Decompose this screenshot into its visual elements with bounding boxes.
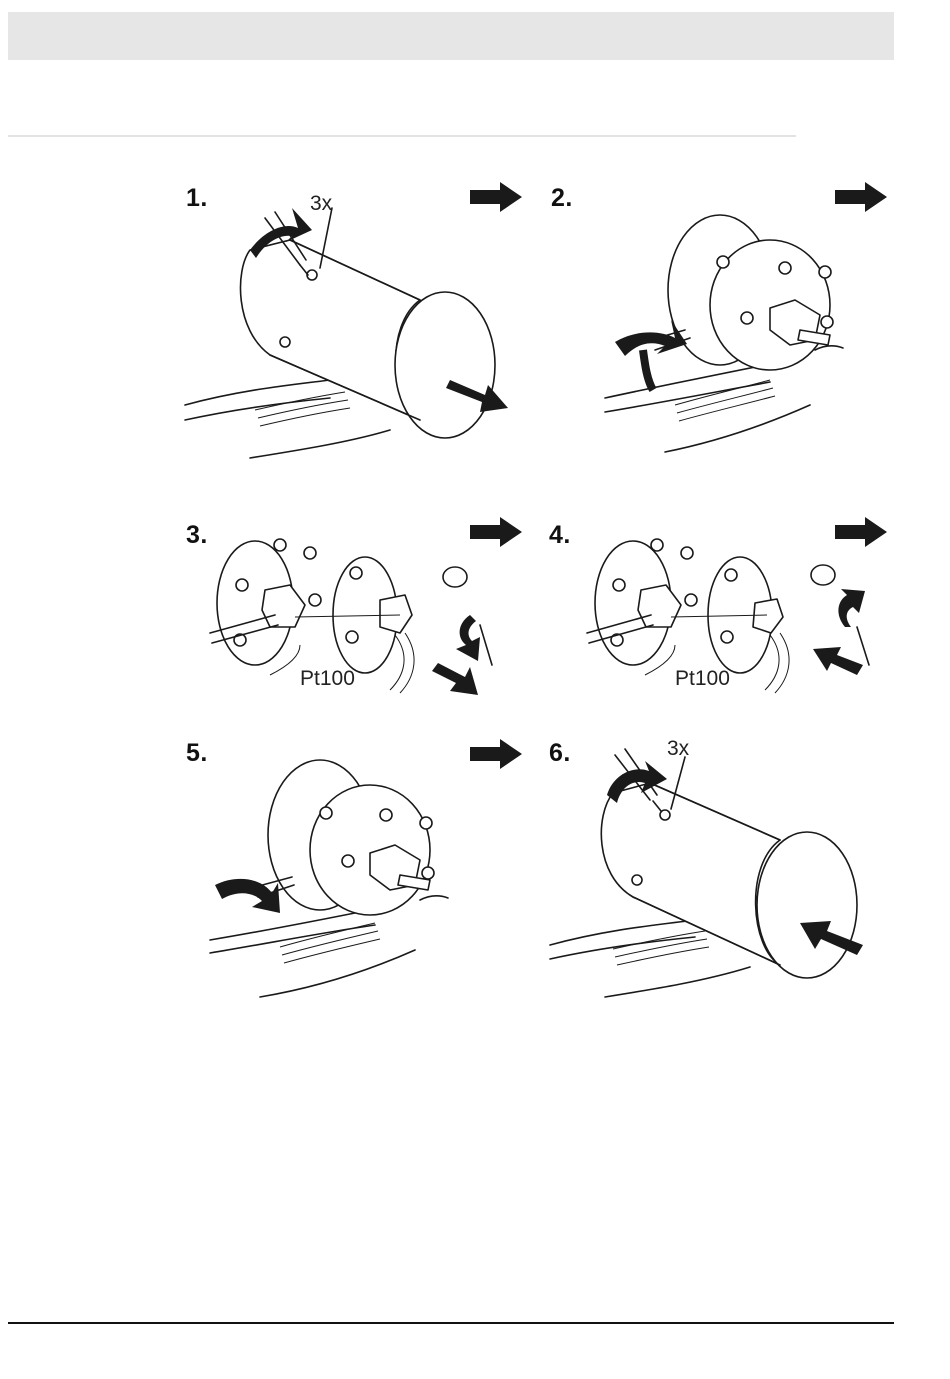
pull-out-arrow-icon xyxy=(432,663,478,695)
step-2-panel: 2. xyxy=(545,180,885,470)
arrow-right-icon xyxy=(470,517,522,547)
step-4-illustration xyxy=(545,515,885,705)
step-4-panel: 4. Pt100 xyxy=(545,515,885,705)
bolt-icon xyxy=(380,809,392,821)
bolt-icon xyxy=(613,579,625,591)
arrow-right-icon xyxy=(835,182,887,212)
cable-bundle xyxy=(210,910,415,997)
bolt-icon xyxy=(346,631,358,643)
step-5-panel: 5. xyxy=(180,735,520,1010)
step-2-illustration xyxy=(545,180,885,470)
wrench-icon xyxy=(857,627,869,665)
heater-housing xyxy=(668,215,843,370)
header-bar xyxy=(8,12,894,60)
rotate-counterclockwise-icon xyxy=(456,615,480,661)
footer-divider xyxy=(8,1322,894,1324)
push-in-arrow-icon xyxy=(813,647,863,675)
flange-right xyxy=(708,557,789,693)
step-6-panel: 6. 3x xyxy=(545,735,885,1010)
bolt-icon xyxy=(725,569,737,581)
step-6-illustration xyxy=(545,735,885,1010)
wrench-icon xyxy=(480,625,492,665)
bolt-icon xyxy=(304,547,316,559)
bolt-icon xyxy=(274,539,286,551)
step-1-panel: 1. 3x xyxy=(180,180,520,470)
bolt-icon xyxy=(420,817,432,829)
flange-left xyxy=(587,539,697,665)
bolt-icon xyxy=(741,312,753,324)
heater-housing xyxy=(601,783,857,978)
rotate-clockwise-icon xyxy=(838,589,865,627)
nut-icon xyxy=(262,585,305,627)
bolt-icon xyxy=(342,855,354,867)
bolt-icon xyxy=(821,316,833,328)
bolt-icon xyxy=(681,547,693,559)
arrow-right-icon xyxy=(835,517,887,547)
bolt-icon xyxy=(779,262,791,274)
bolt-icon xyxy=(717,256,729,268)
bolt-icon xyxy=(422,867,434,879)
bolt-icon xyxy=(819,266,831,278)
flange-left xyxy=(210,539,321,665)
flange-right xyxy=(333,557,414,693)
step-3-panel: 3. Pt100 xyxy=(180,515,520,705)
heater-housing xyxy=(240,240,495,438)
screw-icon xyxy=(280,337,290,347)
rotate-clockwise-icon xyxy=(215,879,280,913)
bolt-icon xyxy=(350,567,362,579)
cable-bundle xyxy=(605,365,810,452)
screw-icon xyxy=(632,875,642,885)
nut-icon xyxy=(638,585,681,627)
bolt-icon xyxy=(685,594,697,606)
nut-icon xyxy=(380,595,412,633)
bolt-icon xyxy=(651,539,663,551)
bolt-icon xyxy=(320,807,332,819)
bolt-icon xyxy=(236,579,248,591)
sensor-cap xyxy=(811,565,835,585)
arrow-right-icon xyxy=(470,182,522,212)
sensor-cap xyxy=(443,567,467,587)
nut-icon xyxy=(753,599,783,633)
bolt-icon xyxy=(721,631,733,643)
bolt-icon xyxy=(309,594,321,606)
step-5-illustration xyxy=(180,735,520,1010)
step-3-illustration xyxy=(180,515,520,705)
step-1-illustration xyxy=(180,180,520,470)
header-divider xyxy=(8,135,796,137)
arrow-right-icon xyxy=(470,739,522,769)
heater-housing xyxy=(268,760,448,915)
